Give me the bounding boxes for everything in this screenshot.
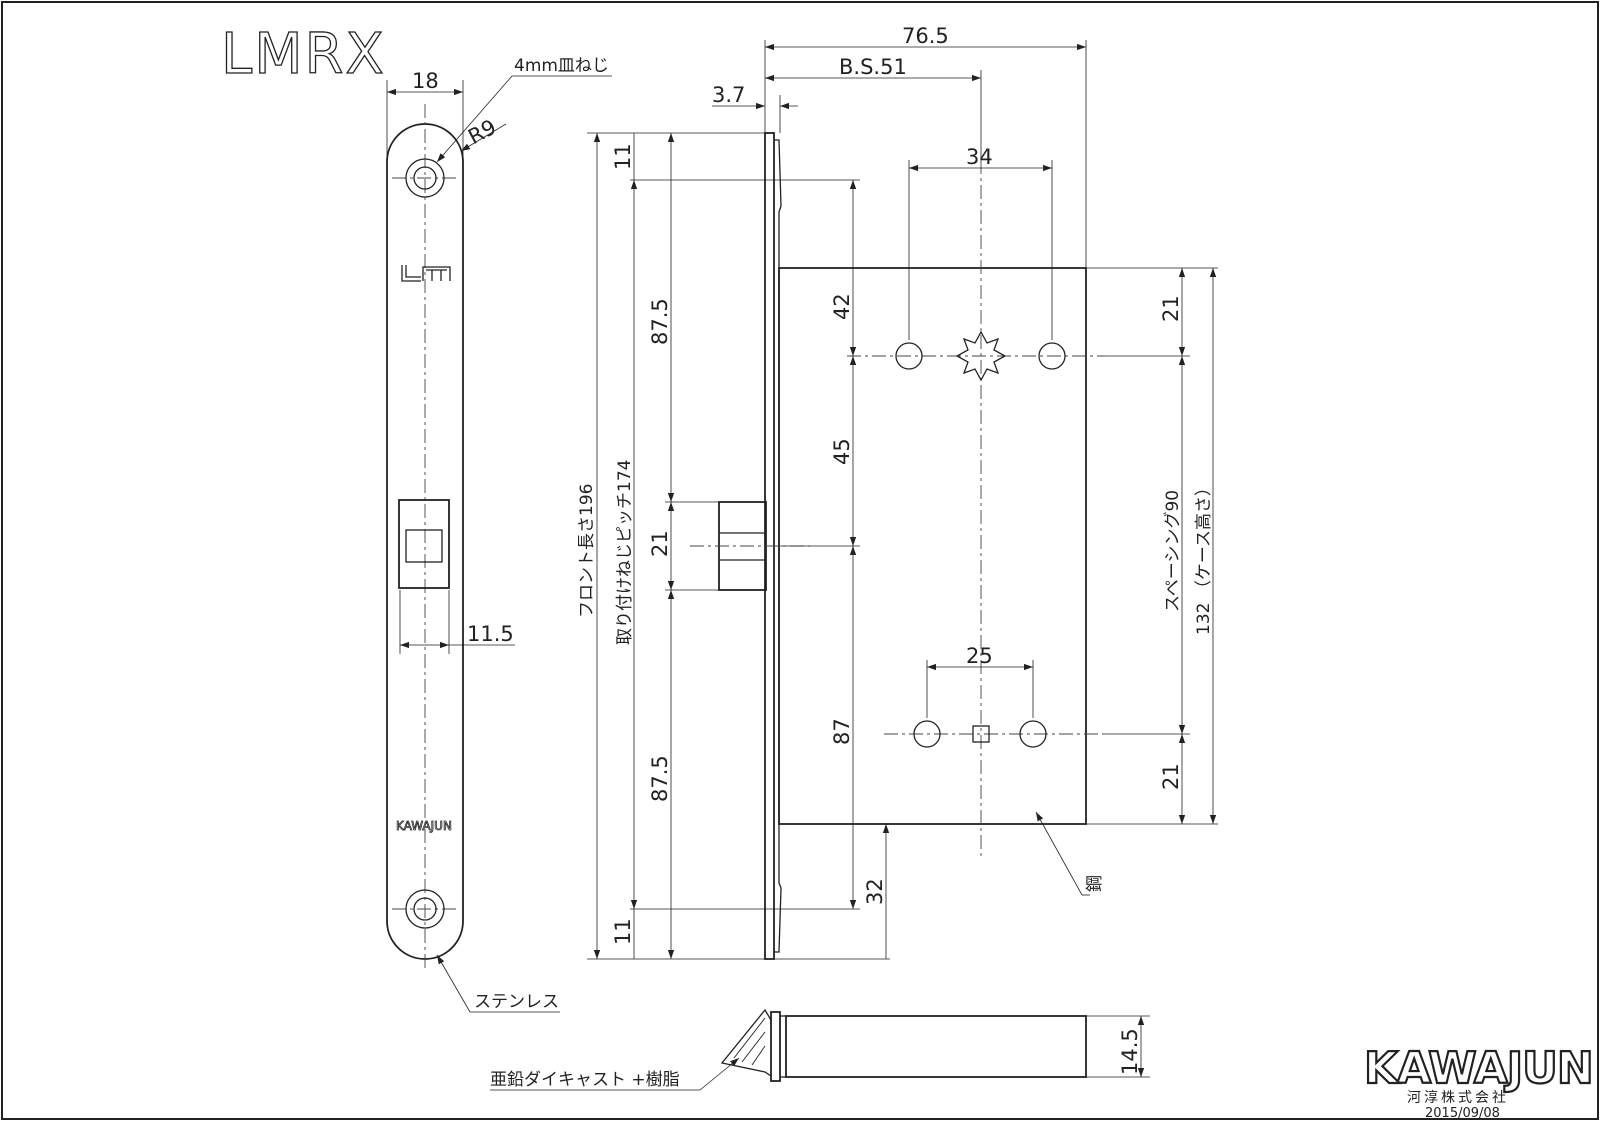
lower-half-pitch-dim: 87.5 [648, 755, 672, 802]
case-top-to-knob-dim: 21 [1159, 295, 1183, 322]
front-plate-view: KAWAJUN [386, 104, 464, 972]
cylinder-screw-hole-right [1019, 720, 1047, 748]
bottom-screw-hole-inner [413, 897, 437, 921]
cylinder-square-hole [972, 725, 990, 743]
spacing-label: スペーシング90 [1163, 490, 1183, 612]
backset-dim: B.S.51 [839, 55, 907, 79]
screw-note-label: 4mm皿ねじ [514, 56, 609, 76]
latch-height-dim: 21 [648, 530, 672, 557]
side-view-dimensions: 76.5 B.S.51 3.7 34 25 フロント長さ196 取り付けねじピ [577, 24, 1218, 960]
cylinder-to-case-bottom-dim: 21 [1159, 763, 1183, 790]
overall-depth-dim: 76.5 [902, 24, 949, 48]
bottom-screw-hole-outer [405, 889, 445, 929]
company-name: 河淳株式会社 [1407, 1089, 1509, 1106]
case-material-label: 鋼 [1085, 875, 1105, 892]
knob-hole-pitch-dim: 34 [966, 145, 993, 169]
latch-material-label: 亜鉛ダイキャスト +樹脂 [490, 1070, 680, 1090]
bottom-view-height-dim: 14.5 [1118, 1028, 1142, 1075]
top-screw-hole-outer [405, 158, 445, 198]
bottom-view-body [785, 1015, 1087, 1078]
knob-screw-hole-right [1038, 342, 1066, 370]
cylinder-screw-hole-left [913, 720, 941, 748]
knob-screw-hole-left [895, 342, 923, 370]
side-view [690, 132, 1105, 960]
front-width-dim: 18 [412, 69, 439, 93]
latch-to-cylinder-dim: 87 [830, 718, 854, 745]
top-screw-offset-dim: 11 [611, 143, 635, 170]
drawing-title: LMRX [221, 22, 386, 87]
front-thickness-dim: 3.7 [712, 83, 745, 107]
top-screw-hole-inner [413, 166, 437, 190]
cylinder-hole-pitch-dim: 25 [966, 644, 993, 668]
bottom-screw-offset-dim: 11 [611, 918, 635, 945]
screw-pitch-label: 取り付けねじピッチ174 [615, 460, 635, 645]
case-height-label: 132 （ケース高さ） [1194, 479, 1214, 635]
spindle-star-hole [955, 330, 1007, 382]
bottom-view-latch [720, 1008, 772, 1077]
front-plate-dimensions: 18 4mm皿ねじ R9 11.5 ステンレス [386, 56, 612, 1013]
plate-mark-lm-icon [401, 265, 451, 282]
case-bottom-offset-dim: 32 [863, 878, 887, 905]
front-material-label: ステンレス [474, 992, 559, 1012]
front-radius-dim: R9 [464, 115, 500, 149]
latch-window-inner [405, 529, 443, 563]
bottom-view-front [770, 1011, 781, 1082]
drawing-date: 2015/09/08 [1425, 1106, 1500, 1121]
latch-window [398, 499, 450, 589]
knob-to-latch-dim: 45 [830, 438, 854, 465]
latch-width-dim: 11.5 [467, 622, 514, 646]
case-to-knob-dim: 42 [830, 293, 854, 320]
upper-half-pitch-dim: 87.5 [648, 298, 672, 345]
bottom-view: 14.5 亜鉛ダイキャスト +樹脂 [490, 1008, 1150, 1091]
front-length-label: フロント長さ196 [577, 484, 597, 618]
company-logo: KAWAJUN [1364, 1043, 1593, 1094]
company-block: KAWAJUN 河淳株式会社 2015/09/08 [1363, 1042, 1595, 1121]
plate-brand-label: KAWAJUN [396, 819, 452, 833]
